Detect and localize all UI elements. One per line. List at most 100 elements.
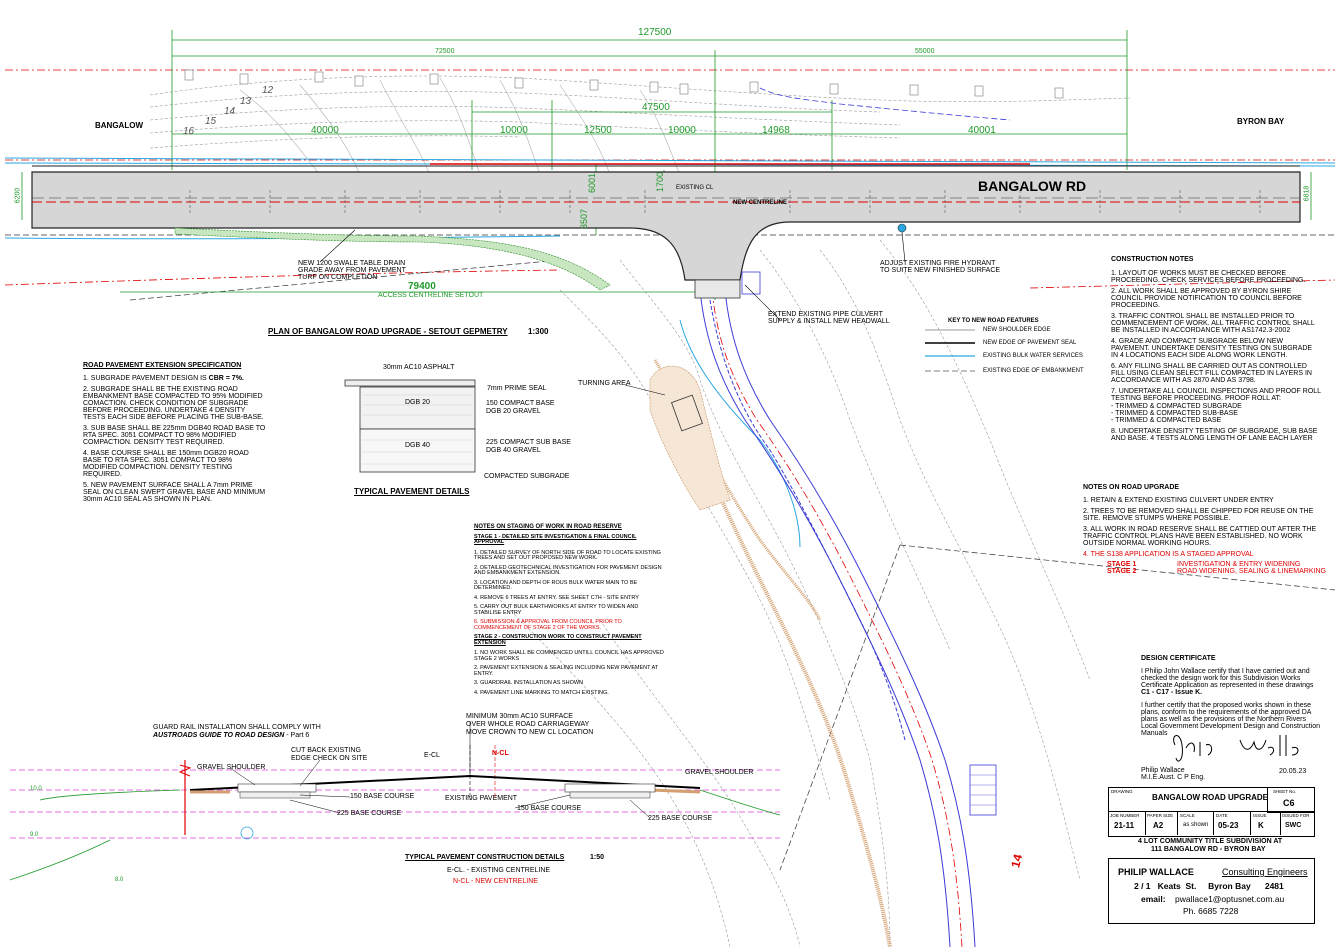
- dgb20-label: DGB 20: [405, 399, 430, 406]
- turning-area: [649, 365, 731, 511]
- stage1-label: STAGE 1: [1107, 561, 1137, 568]
- dim-6200: 6200: [14, 187, 22, 204]
- dim-10000b: 10000: [668, 125, 696, 136]
- setout-lines: [4, 69, 1336, 289]
- dim-79400: 79400: [408, 281, 436, 292]
- construction-notes: CONSTRUCTION NOTES 1. LAYOUT OF WORKS MU…: [1111, 256, 1321, 442]
- dim-1700: 1700: [655, 171, 666, 193]
- dim-14968: 14968: [762, 125, 790, 136]
- stage2-label: STAGE 2: [1107, 568, 1137, 575]
- dim-10000a: 10000: [500, 125, 528, 136]
- road-name: BANGALOW RD: [978, 178, 1087, 194]
- sheet-label: SHEET No.: [1273, 789, 1297, 794]
- title-block-divider: [1213, 811, 1214, 835]
- scale-value: as shown: [1183, 822, 1209, 828]
- dim-12500: 12500: [584, 125, 612, 136]
- title-block-divider: [1280, 811, 1281, 835]
- design-certificate: DESIGN CERTIFICATE I Philip John Wallace…: [1141, 655, 1320, 737]
- issue-label: ISSUE: [1253, 813, 1267, 818]
- level-10: 10.0: [30, 786, 42, 792]
- plan-scale: 1:300: [528, 327, 549, 336]
- asphalt-label: 30mm AC10 ASPHALT: [383, 364, 455, 371]
- date-value: 05-23: [1218, 821, 1239, 830]
- plan-title: PLAN OF BANGALOW ROAD UPGRADE - SETOUT G…: [268, 327, 508, 336]
- date-label: DATE: [1216, 813, 1228, 818]
- base-225-left: 225 BASE COURSE: [337, 810, 402, 817]
- signature: [1173, 735, 1299, 762]
- stage1-text: INVESTIGATION & ENTRY WIDENING: [1177, 561, 1301, 568]
- turning-area-label: TURNING AREA: [578, 380, 631, 387]
- gravel-shoulder-left: GRAVEL SHOULDER: [197, 764, 266, 771]
- dim-3507: 3507: [579, 208, 590, 230]
- contour-16: 16: [183, 126, 195, 137]
- title-block-divider: [1177, 811, 1178, 835]
- key-item-embankment: EXISTING EDGE OF EMBANKMENT: [983, 368, 1084, 374]
- new-centreline-label: NEW CENTRELINE: [733, 200, 787, 206]
- project-line-2: 111 BANGALOW RD - BYRON BAY: [1151, 846, 1266, 853]
- ncl-label: N-CL: [492, 750, 509, 757]
- firm-block: [1108, 858, 1315, 924]
- scale-label: SCALE: [1180, 813, 1195, 818]
- key-symbols: [925, 329, 975, 372]
- project-line-1: 4 LOT COMMUNITY TITLE SUBDIVISION AT: [1138, 838, 1283, 845]
- title-block-divider: [1108, 811, 1314, 812]
- dim-total: 127500: [638, 27, 672, 38]
- contour-15: 15: [205, 116, 217, 127]
- prime-seal-label: 7mm PRIME SEAL: [487, 385, 547, 392]
- firm-email[interactable]: pwallace1@optusnet.com.au: [1175, 894, 1285, 904]
- job-number-label: JOB NUMBER: [1110, 813, 1140, 818]
- legend-ecl: E-CL. - EXISTING CENTRELINE: [447, 867, 551, 874]
- base-150-right: 150 BASE COURSE: [517, 805, 582, 812]
- dim-right-span: 55000: [915, 48, 935, 55]
- cross-section-drawing: [9, 722, 781, 881]
- existing-cl-label: EXISTING CL: [676, 185, 714, 191]
- key-item-shoulder: NEW SHOULDER EDGE: [983, 327, 1051, 333]
- title-block-divider: [1145, 811, 1146, 835]
- pavement-spec: ROAD PAVEMENT EXTENSION SPECIFICATION 1.…: [83, 362, 266, 503]
- firm-type: Consulting Engineers: [1222, 867, 1308, 877]
- section-scale: 1:50: [590, 854, 605, 861]
- dim-40000: 40000: [311, 125, 339, 136]
- section-title: TYPICAL PAVEMENT CONSTRUCTION DETAILS: [405, 854, 565, 861]
- level-9: 9.0: [30, 832, 39, 838]
- dim-40001: 40001: [968, 125, 996, 136]
- issued-for-value: SWC: [1285, 822, 1302, 829]
- dgb40-label: DGB 40: [405, 442, 430, 449]
- staging-notes: NOTES ON STAGING OF WORK IN ROAD RESERVE…: [474, 524, 664, 696]
- swale-drain: [174, 227, 611, 291]
- dim-6818: 6818: [1303, 185, 1311, 202]
- paper-size: A2: [1153, 821, 1164, 830]
- dim-left-span: 72500: [435, 48, 455, 55]
- title-block-divider: [1250, 811, 1251, 835]
- firm-address: 2 / 1 Keats St. Byron Bay 2481: [1134, 881, 1284, 891]
- cert-date: 20.05.23: [1279, 768, 1307, 775]
- base-150-left: 150 BASE COURSE: [350, 793, 415, 800]
- access-cl-label: ACCESS CENTRELINE SETOUT: [378, 292, 484, 299]
- pavement-layer-diagram: [344, 379, 476, 473]
- contour-14: 14: [224, 106, 236, 117]
- road-pavement: [31, 171, 1301, 281]
- job-number: 21-11: [1114, 821, 1135, 830]
- key-item-water: EXISTING BULK WATER SERVICES: [983, 353, 1083, 359]
- gravel-shoulder-right: GRAVEL SHOULDER: [685, 769, 754, 776]
- cert-quals: M.I.E.Aust. C P Eng.: [1141, 774, 1206, 781]
- typical-pavement-title: TYPICAL PAVEMENT DETAILS: [354, 487, 470, 496]
- dim-47500: 47500: [642, 102, 670, 113]
- contour-13: 13: [240, 96, 252, 107]
- contour-12: 12: [262, 85, 274, 96]
- place-byron-bay: BYRON BAY: [1237, 117, 1285, 126]
- firm-phone: Ph. 6685 7228: [1183, 906, 1239, 916]
- sheet-box: [1267, 787, 1315, 813]
- legend-ncl: N-CL - NEW CENTRELINE: [453, 878, 538, 885]
- level-8: 8.0: [115, 877, 124, 883]
- email-label: email:: [1141, 894, 1166, 904]
- cert-name: Philip Wallace: [1141, 767, 1185, 774]
